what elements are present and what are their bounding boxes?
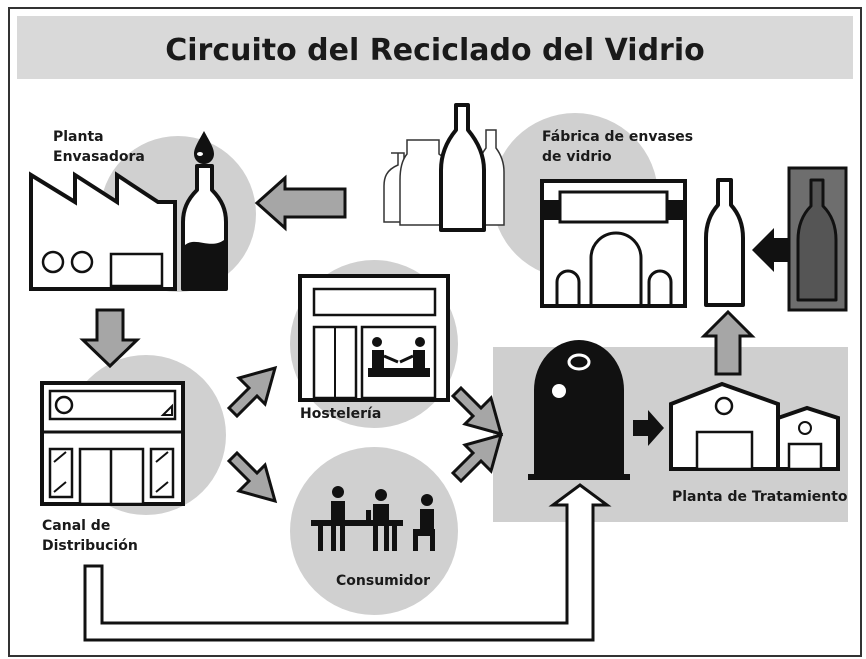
arrow-container-to-plant — [633, 410, 664, 446]
treatment-plant-label: Planta de Tratamiento — [672, 489, 848, 505]
glass-container-icon — [534, 340, 624, 476]
container-handle — [567, 353, 591, 371]
new-bottle-icon — [704, 178, 745, 307]
hospitality-node: Hostelería — [290, 260, 458, 428]
hospitality-label: Hostelería — [300, 406, 381, 422]
bottling-plant-label: Planta Envasadora — [53, 129, 145, 165]
arrow-distribution-to-hospitality — [226, 365, 278, 419]
arrow-factory-to-bottling — [254, 174, 347, 232]
factory-window-icon — [41, 250, 65, 274]
arrow-distribution-to-consumer — [226, 450, 278, 504]
distribution-node: Canal de Distribución — [40, 355, 226, 554]
arrow-bottling-to-distribution — [79, 308, 141, 369]
furnace-arch-icon — [589, 231, 643, 304]
bottling-plant-node: Planta Envasadora — [29, 129, 256, 292]
factory-window-icon — [70, 250, 94, 274]
glass-factory-label: Fábrica de envases de vidrio — [542, 129, 698, 165]
arrow-treatment-to-bottle — [700, 309, 756, 376]
recycled-bottle-icon — [796, 178, 838, 302]
glass-factory-node: Fábrica de envases de vidrio — [383, 103, 698, 308]
arrow-distribution-to-container — [83, 483, 612, 642]
consumer-node: Consumidor — [290, 447, 458, 615]
diagram-title: Circuito del Reciclado del Vidrio — [165, 33, 705, 68]
factory-door-icon — [109, 252, 164, 288]
arrow-consumer-to-container — [450, 432, 504, 484]
empty-bottle-icon — [439, 103, 486, 232]
consumer-label: Consumidor — [336, 573, 430, 589]
arrow-cullet-to-bottle — [752, 228, 795, 272]
distribution-label: Canal de Distribución — [42, 518, 138, 554]
arrow-hospitality-to-container — [450, 385, 504, 437]
title-band — [17, 16, 853, 79]
